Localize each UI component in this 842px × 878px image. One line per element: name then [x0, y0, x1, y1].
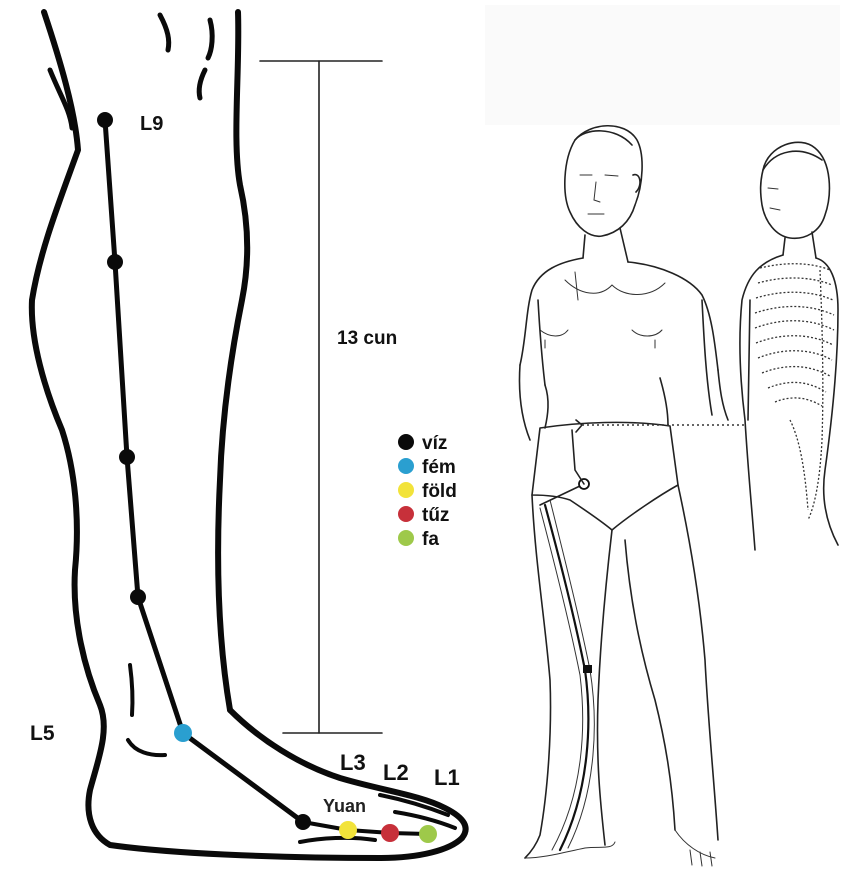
point-l5	[174, 724, 192, 742]
legend-swatch-metal	[398, 458, 414, 474]
legend-label-water: víz	[422, 433, 447, 454]
point-l2	[381, 824, 399, 842]
legend-label-fire: tűz	[422, 505, 449, 526]
meridian-path	[105, 120, 428, 834]
point-4	[130, 589, 146, 605]
legend-label-wood: fa	[422, 529, 439, 550]
point-2	[107, 254, 123, 270]
label-l2: L2	[383, 760, 409, 785]
element-legend: víz fém föld tűz fa	[398, 433, 457, 550]
legend-swatch-wood	[398, 530, 414, 546]
measurement-bracket: 13 cun	[260, 61, 397, 733]
legend-label-earth: föld	[422, 481, 457, 502]
acupuncture-points	[97, 112, 437, 843]
legend-swatch-earth	[398, 482, 414, 498]
point-l9	[97, 112, 113, 128]
label-yuan: Yuan	[323, 796, 366, 816]
legend-label-metal: fém	[422, 457, 456, 478]
legend-swatch-water	[398, 434, 414, 450]
side-figure-illustration	[740, 142, 838, 550]
point-l3-water	[295, 814, 311, 830]
label-l3: L3	[340, 750, 366, 775]
point-l1	[419, 825, 437, 843]
background-panel	[485, 5, 840, 125]
measure-label: 13 cun	[337, 328, 397, 349]
label-l9: L9	[140, 113, 163, 135]
legend-swatch-fire	[398, 506, 414, 522]
label-l5: L5	[30, 722, 55, 745]
label-l1: L1	[434, 765, 460, 790]
point-3	[119, 449, 135, 465]
leg-outline	[32, 12, 466, 858]
point-yuan	[339, 821, 357, 839]
figure-illustration	[519, 126, 745, 866]
